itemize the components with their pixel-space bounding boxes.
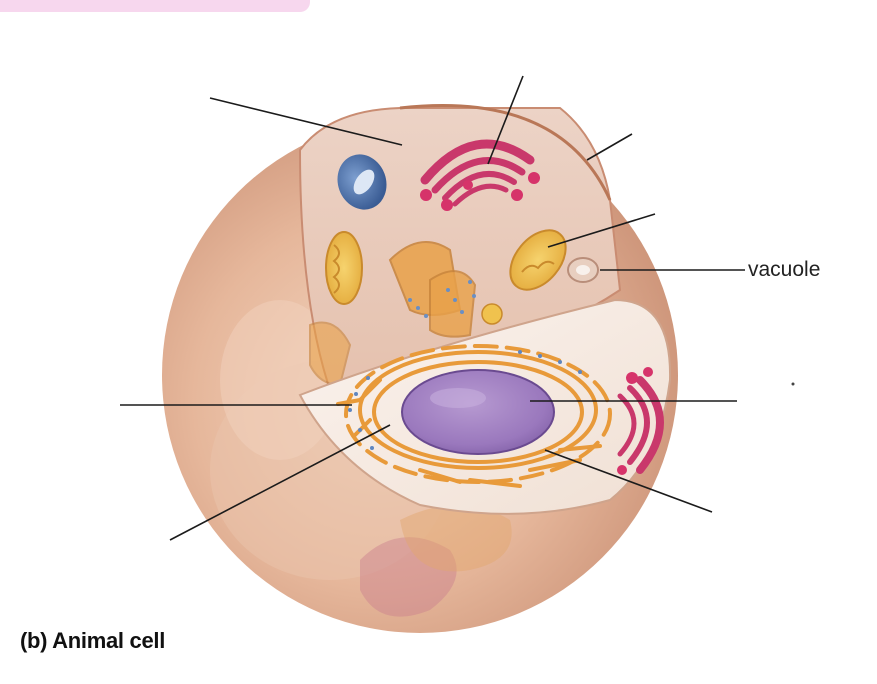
nucleus (402, 370, 554, 454)
figure-caption: (b) Animal cell (20, 628, 165, 654)
vacuole-label: vacuole (748, 258, 820, 281)
small-vesicle (482, 304, 502, 324)
mitochondrion-upper-left (326, 232, 362, 304)
leader-line-membrane (587, 134, 632, 160)
vacuole (568, 258, 598, 282)
stray-mark (792, 383, 795, 386)
